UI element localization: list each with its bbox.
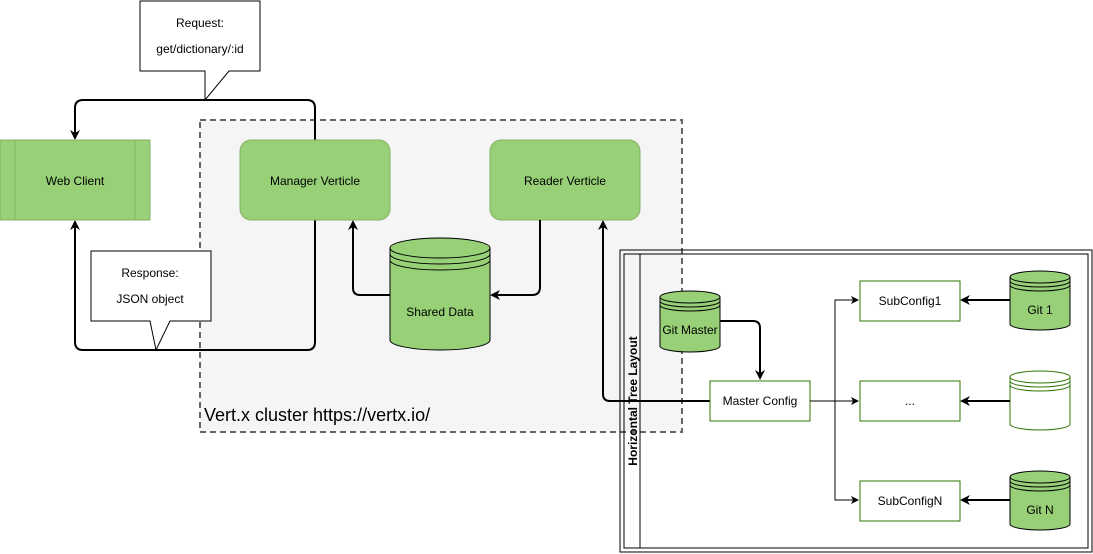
master-config-node[interactable]: Master Config bbox=[709, 380, 811, 422]
reader-to-shared-edge bbox=[490, 220, 541, 300]
reader-verticle-label: Reader Verticle bbox=[524, 174, 606, 188]
request-callout-line1: Request: bbox=[176, 16, 224, 30]
git-master-label: Git Master bbox=[662, 323, 717, 337]
subconfig1-node[interactable]: SubConfig1 bbox=[859, 280, 961, 322]
request-callout-line2: get/dictionary/:id bbox=[156, 42, 243, 56]
web-client-label: Web Client bbox=[46, 174, 105, 188]
gitn-node[interactable]: Git N bbox=[1009, 470, 1071, 531]
request-edge bbox=[70, 99, 316, 140]
gitmaster-to-config-edge bbox=[720, 320, 765, 380]
reader-verticle-node[interactable]: Reader Verticle bbox=[489, 139, 641, 221]
git-empty-node[interactable] bbox=[1009, 370, 1071, 431]
subconfig-ellipsis-node[interactable]: ... bbox=[859, 380, 961, 422]
gitn-label: Git N bbox=[1026, 503, 1053, 517]
manager-verticle-node[interactable]: Manager Verticle bbox=[239, 139, 391, 221]
shared-data-node[interactable]: Shared Data bbox=[389, 237, 491, 351]
subconfign-node[interactable]: SubConfigN bbox=[859, 480, 961, 522]
subconfig1-label: SubConfig1 bbox=[879, 294, 942, 308]
response-callout-line1: Response: bbox=[121, 266, 178, 280]
config-to-subconfign-edge bbox=[834, 401, 859, 504]
subconfign-label: SubConfigN bbox=[878, 494, 943, 508]
git1-label: Git 1 bbox=[1027, 303, 1053, 317]
git1-node[interactable]: Git 1 bbox=[1009, 270, 1071, 331]
subconfig-ellipsis-label: ... bbox=[905, 394, 915, 408]
manager-verticle-label: Manager Verticle bbox=[270, 174, 360, 188]
response-callout-line2: JSON object bbox=[116, 292, 184, 306]
response-edge bbox=[70, 220, 316, 351]
shared-data-label: Shared Data bbox=[406, 305, 474, 319]
request-callout: Request: get/dictionary/:id bbox=[139, 0, 261, 102]
config-to-subconfig1-edge bbox=[810, 296, 859, 402]
master-config-label: Master Config bbox=[723, 394, 798, 408]
cluster-label: Vert.x cluster https://vertx.io/ bbox=[204, 405, 430, 425]
web-client-node[interactable]: Web Client bbox=[0, 139, 151, 221]
shared-to-manager-edge bbox=[348, 220, 390, 296]
config-to-reader-edge bbox=[598, 220, 710, 402]
response-callout: Response: JSON object bbox=[90, 250, 212, 352]
git-master-node[interactable]: Git Master bbox=[659, 290, 721, 353]
